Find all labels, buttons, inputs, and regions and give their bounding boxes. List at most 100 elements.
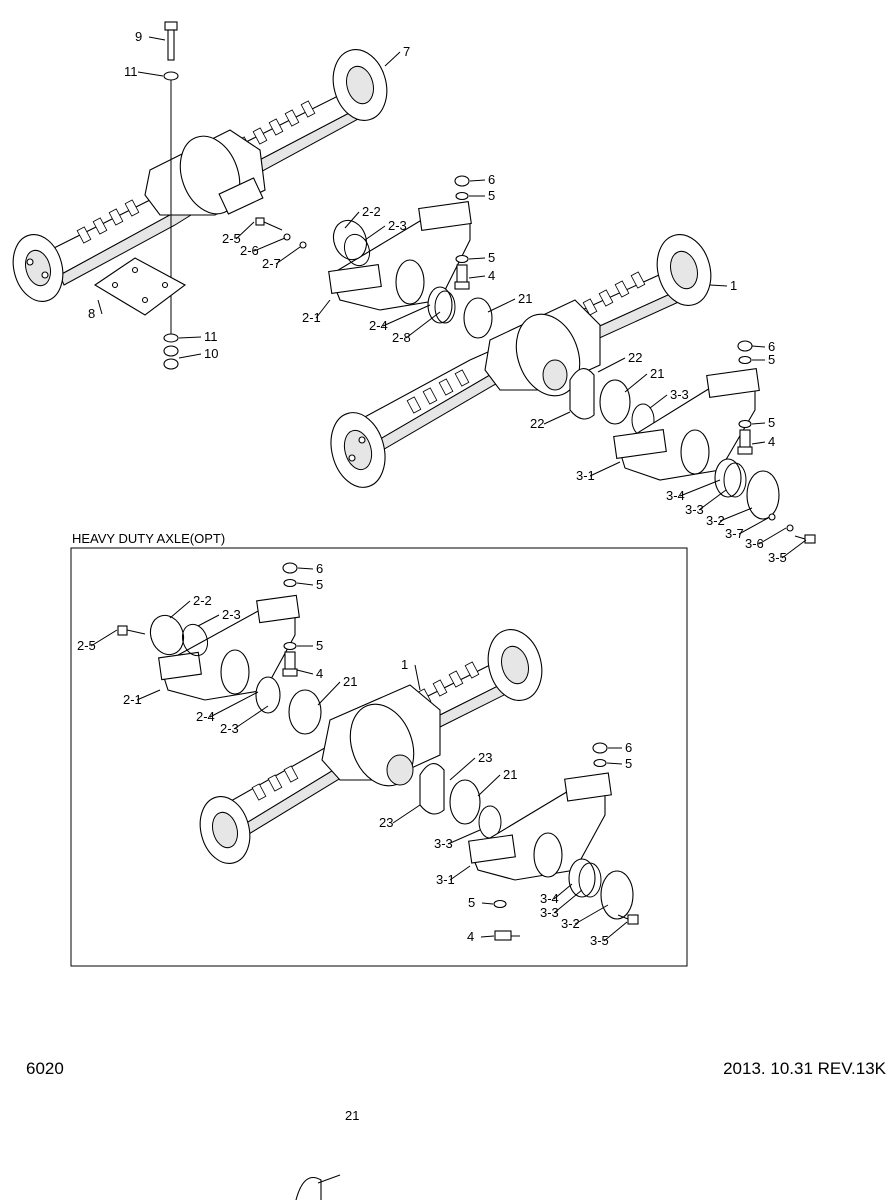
leader-line	[597, 357, 626, 373]
leader-line	[468, 275, 486, 279]
callout-1: 1	[401, 657, 408, 672]
leader-line	[148, 36, 166, 41]
callout-21: 21	[503, 767, 517, 782]
heavy-washer-5-upper-icon	[283, 578, 297, 588]
leader-line	[574, 904, 609, 925]
heavy-washer-5-bottom-icon	[493, 899, 507, 909]
callout-5: 5	[468, 895, 475, 910]
callout-5: 5	[625, 756, 632, 771]
leader-line	[481, 902, 494, 905]
heavy-axle-right-hub	[487, 629, 543, 701]
callout-21: 21	[518, 291, 532, 306]
heavy-cover-3-2-icon	[600, 870, 634, 920]
callout-2-5: 2-5	[77, 638, 96, 653]
callout-3-4: 3-4	[666, 488, 685, 503]
callout-3-7: 3-7	[725, 526, 744, 541]
leader-line	[751, 345, 766, 348]
callout-21: 21	[343, 674, 357, 689]
callout-23: 23	[379, 815, 393, 830]
heavy-bolt-4-bottom-icon	[494, 930, 520, 941]
leader-line	[344, 211, 360, 229]
bracket-2-1-icon	[328, 201, 472, 311]
leader-line	[447, 829, 481, 845]
callout-10: 10	[204, 346, 218, 361]
callout-2-3: 2-3	[220, 721, 239, 736]
heavy-seal-3-4-icon	[568, 858, 596, 898]
oring-2-3-icon	[343, 233, 371, 267]
upper-axle-left-hub	[12, 234, 64, 302]
washer-11-lower-icon	[163, 333, 179, 343]
shim-22-icon	[569, 368, 595, 420]
leader-line	[758, 527, 787, 545]
callout-3-6: 3-6	[745, 536, 764, 551]
heavy-shim-21-mid-icon	[449, 779, 481, 825]
leader-line	[543, 411, 571, 425]
callout-2-4: 2-4	[369, 318, 388, 333]
washer-2-6-icon	[283, 233, 291, 241]
middle-axle-right-hub	[656, 234, 712, 306]
leader-line	[315, 299, 331, 319]
leader-line	[679, 479, 721, 497]
callout-2-4: 2-4	[196, 709, 215, 724]
leader-line	[414, 664, 421, 691]
seal-3-4-icon	[714, 458, 742, 498]
heavy-duty-frame	[70, 547, 688, 967]
upper-axle-right-hub	[332, 49, 388, 121]
callout-2-3: 2-3	[388, 218, 407, 233]
leader-line	[317, 681, 341, 706]
leader-line	[449, 865, 471, 881]
leader-line	[624, 373, 648, 393]
callout-6: 6	[625, 740, 632, 755]
leader-line	[382, 304, 431, 327]
leader-line	[487, 298, 516, 313]
callout-5: 5	[768, 415, 775, 430]
ring-21-partial-icon	[295, 1176, 322, 1200]
upper-axle-housing	[39, 94, 361, 286]
leader-line	[553, 889, 583, 914]
leader-line	[781, 539, 807, 559]
middle-axle-housing	[349, 269, 695, 456]
callout-3-4: 3-4	[540, 891, 559, 906]
leader-line	[589, 461, 621, 477]
leader-line	[296, 669, 314, 675]
leader-line	[384, 51, 401, 67]
leader-line	[296, 582, 314, 586]
callout-5: 5	[316, 638, 323, 653]
leader-line	[468, 257, 486, 260]
bolt-4-upper-icon	[454, 264, 470, 290]
middle-axle-ribs	[406, 271, 646, 414]
heavy-nut-6-lower-icon	[592, 742, 608, 754]
callout-3-2: 3-2	[561, 916, 580, 931]
washer-5-mid-upper-icon	[738, 355, 752, 365]
leader-line	[253, 237, 286, 252]
callout-6: 6	[316, 561, 323, 576]
page-number: 6020	[26, 1059, 64, 1078]
leader-line	[392, 804, 421, 824]
ring-2-8-icon	[434, 290, 456, 324]
nut-2-7-icon	[299, 241, 307, 249]
callout-3-5: 3-5	[590, 933, 609, 948]
heavy-nut-6-upper-icon	[282, 562, 298, 574]
bolt-4-mid-icon	[737, 429, 753, 455]
leader-line	[90, 629, 118, 647]
callout-8: 8	[88, 306, 95, 321]
heavy-oring-2-3-icon	[181, 623, 209, 657]
nut-10b-icon	[163, 358, 179, 370]
callout-11: 11	[204, 329, 218, 344]
bolt-2-5-icon	[255, 217, 283, 231]
leader-line	[235, 221, 255, 240]
callout-23: 23	[478, 750, 492, 765]
bracket-3-1-icon	[613, 368, 760, 481]
callout-2-3: 2-3	[222, 607, 241, 622]
nut-10-icon	[163, 345, 179, 357]
leader-line	[751, 422, 766, 425]
heavy-shim-21-upper-icon	[288, 689, 322, 735]
leader-line	[169, 600, 191, 619]
callout-5: 5	[768, 352, 775, 367]
leader-line	[97, 299, 103, 315]
callout-3-2: 3-2	[706, 513, 725, 528]
callout-3-3: 3-3	[685, 502, 704, 517]
callout-3-3: 3-3	[540, 905, 559, 920]
callout-2-1: 2-1	[302, 310, 321, 325]
